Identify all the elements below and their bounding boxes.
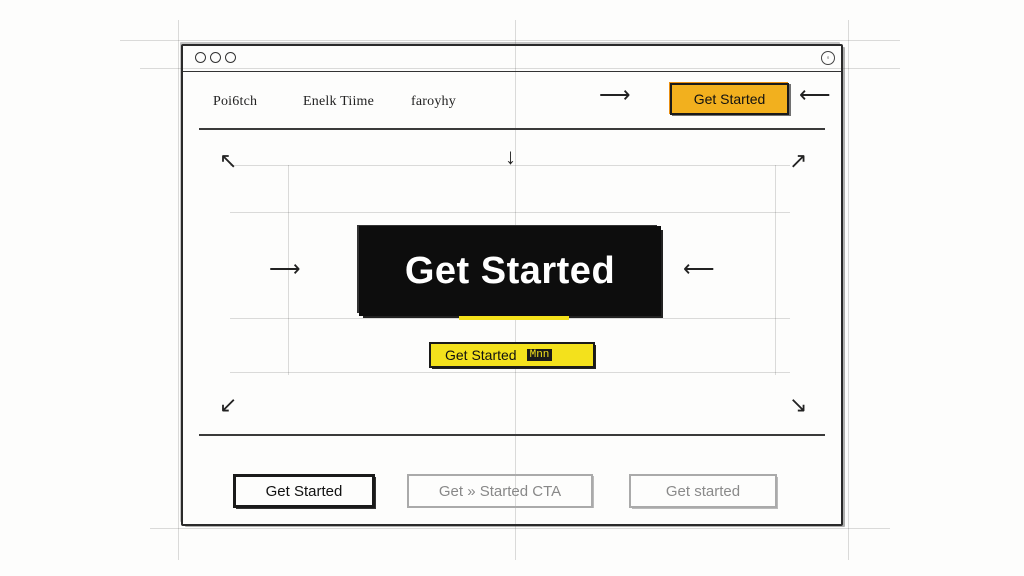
window-controls <box>195 52 236 63</box>
arrow-up-right-icon: ↗ <box>789 148 808 173</box>
title-bar: ◦ <box>183 46 841 72</box>
secondary-get-started-button[interactable]: Get Started Mnn <box>429 342 595 368</box>
arrow-up-left-icon: ↖ <box>219 148 238 173</box>
nav-link-2[interactable]: Enelk Tiime <box>303 94 375 109</box>
window-corner-button[interactable]: ◦ <box>821 51 835 65</box>
guide-line <box>150 528 890 529</box>
guide-line <box>140 68 900 69</box>
window-dot-icon[interactable] <box>210 52 221 63</box>
secondary-button-scribble: Mnn <box>526 349 553 361</box>
arrow-left-icon: ⟵ <box>799 82 831 107</box>
nav-link-3[interactable]: faroyhy <box>411 94 456 109</box>
guide-line <box>230 372 790 373</box>
guide-line <box>120 40 900 41</box>
secondary-button-label: Get Started <box>445 347 517 363</box>
arrow-down-right-icon: ↘ <box>789 392 808 417</box>
arrow-left-icon: ⟵ <box>683 256 715 281</box>
nav-get-started-button[interactable]: Get Started <box>670 83 789 115</box>
guide-line <box>230 165 790 166</box>
window-dot-icon[interactable] <box>225 52 236 63</box>
nav-link-1[interactable]: Poi6tch <box>213 94 258 109</box>
arrow-right-icon: ⟶ <box>599 82 631 107</box>
hero-section: ↖ ↓ ↗ ⟶ ⟵ ↙ ↘ Get Started Get Started Mn… <box>219 144 811 426</box>
guide-line <box>178 20 179 560</box>
browser-window: ◦ Poi6tch Enelk Tiime faroyhy ⟶ Get Star… <box>181 44 843 526</box>
guide-line <box>230 212 790 213</box>
guide-line <box>848 20 849 560</box>
variant-button-primary[interactable]: Get Started <box>233 474 375 508</box>
hero-underline <box>459 316 569 320</box>
variant-button-tertiary[interactable]: Get started <box>629 474 777 508</box>
section-divider <box>199 434 825 436</box>
hero-get-started-button[interactable]: Get Started <box>359 226 661 316</box>
guide-line <box>288 165 289 375</box>
arrow-down-icon: ↓ <box>505 144 516 169</box>
guide-line <box>775 165 776 375</box>
nav-divider <box>199 128 825 130</box>
arrow-right-icon: ⟶ <box>269 256 301 281</box>
variant-button-secondary[interactable]: Get » Started CTA <box>407 474 593 508</box>
window-dot-icon[interactable] <box>195 52 206 63</box>
arrow-down-left-icon: ↙ <box>219 392 238 417</box>
